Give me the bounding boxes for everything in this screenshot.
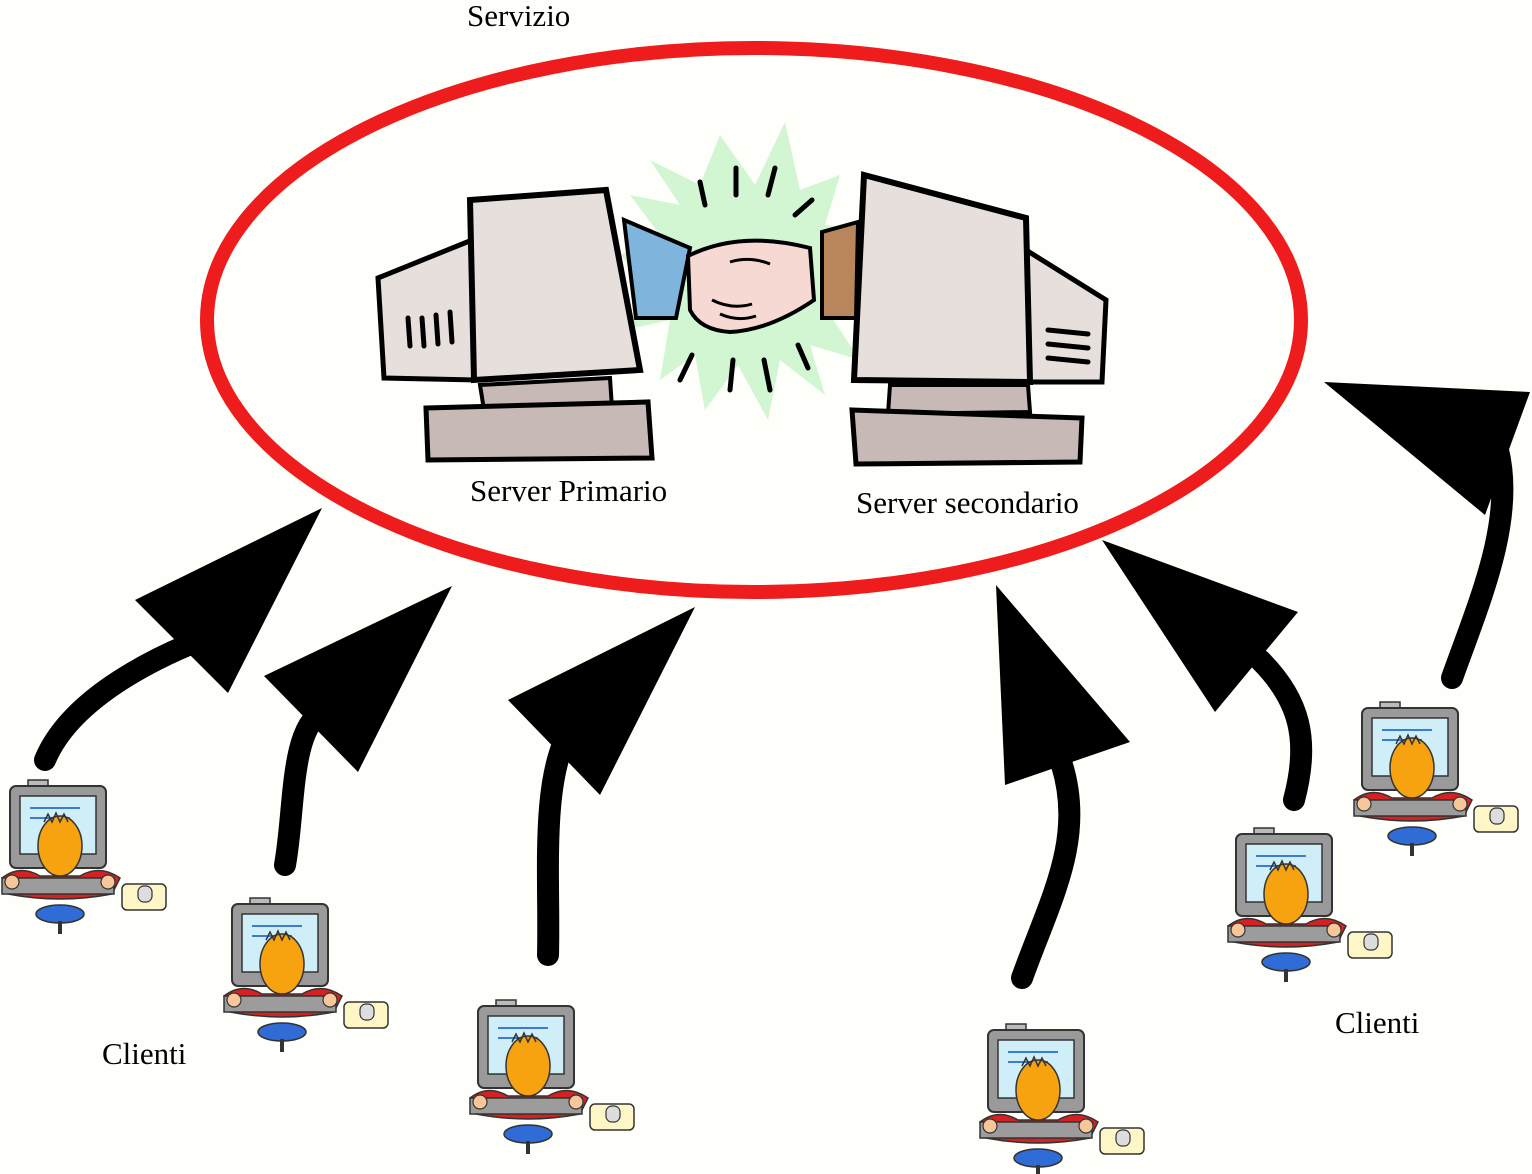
client-workstation-icon <box>1226 826 1394 984</box>
arrowhead-4 <box>996 585 1130 785</box>
client-workstation-icon <box>0 778 168 936</box>
secondary-server-monitor-icon <box>849 171 1109 467</box>
arrowhead-2 <box>264 586 452 772</box>
arrow-1 <box>34 629 211 771</box>
client-workstation-icon <box>1352 700 1520 858</box>
arrow-3 <box>536 719 581 966</box>
client-workstation-icon <box>222 896 390 1054</box>
arrow-5 <box>1249 649 1313 811</box>
client-workstation-icon <box>978 1022 1146 1174</box>
service-label: Servizio <box>467 0 571 33</box>
service-ring <box>200 41 1308 599</box>
client-workstation-icon <box>468 998 636 1156</box>
clients-label-right: Clienti <box>1335 1005 1420 1040</box>
arrow-6 <box>1441 439 1514 689</box>
arrowhead-3 <box>508 607 695 795</box>
handshake-icon <box>621 216 861 335</box>
secondary-server-label: Server secondario <box>856 485 1079 520</box>
client-arrows <box>34 382 1530 989</box>
burst-lines <box>677 165 815 393</box>
primary-server-label: Server Primario <box>470 473 668 508</box>
arrow-2 <box>274 701 333 876</box>
arrow-4 <box>1011 754 1081 989</box>
clients-label-left: Clienti <box>102 1036 187 1071</box>
arrowhead-1 <box>135 508 322 693</box>
arrowhead-6 <box>1324 382 1530 515</box>
primary-server-monitor-icon <box>375 186 655 463</box>
arrowhead-5 <box>1102 540 1298 712</box>
